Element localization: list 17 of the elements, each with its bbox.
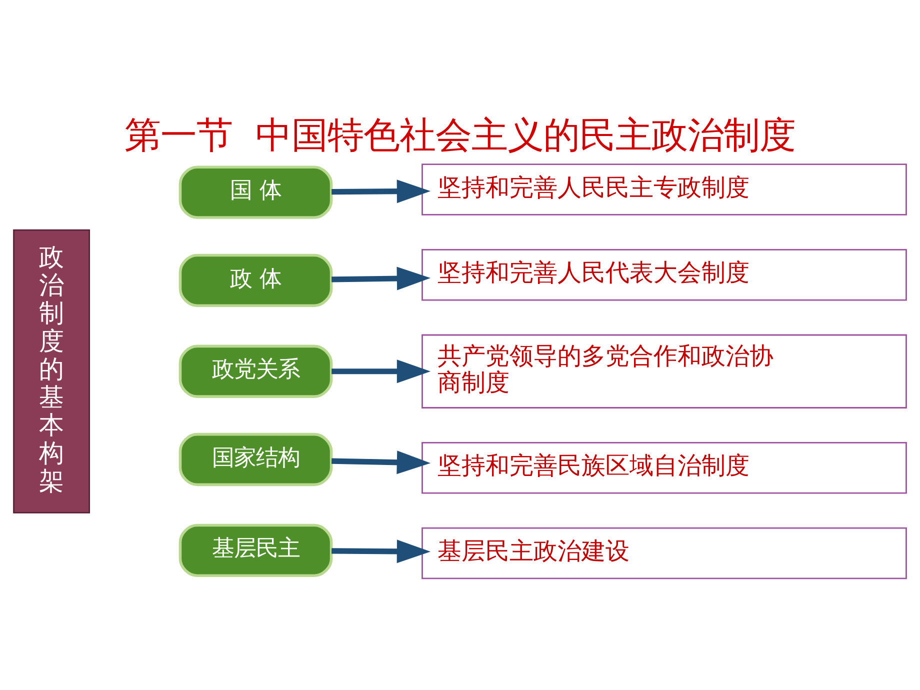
node-box: 基层民主政治建设 (422, 526, 907, 579)
arrow (332, 539, 431, 563)
arrow (332, 359, 431, 383)
node-box: 坚持和完善民族区域自治制度 (422, 442, 907, 494)
arrow (332, 266, 431, 290)
node-box: 坚持和完善人民民主专政制度 (422, 163, 907, 215)
node-box: 共产党领导的多党合作和政治协商制度 (422, 334, 907, 408)
arrow (332, 450, 431, 474)
node-box: 国家结构 (178, 432, 333, 486)
diagram-title: 第一节 中国特色社会主义的民主政治制度 (124, 112, 796, 156)
arrow (332, 179, 431, 203)
node-box: 坚持和完善人民代表大会制度 (422, 248, 907, 300)
node-box: 政治制度的基本构架 (13, 228, 90, 513)
node-box: 基层民主 (178, 523, 333, 576)
node-box: 政 体 (178, 253, 333, 307)
node-box: 国 体 (178, 165, 333, 218)
node-box: 政党关系 (178, 344, 333, 398)
